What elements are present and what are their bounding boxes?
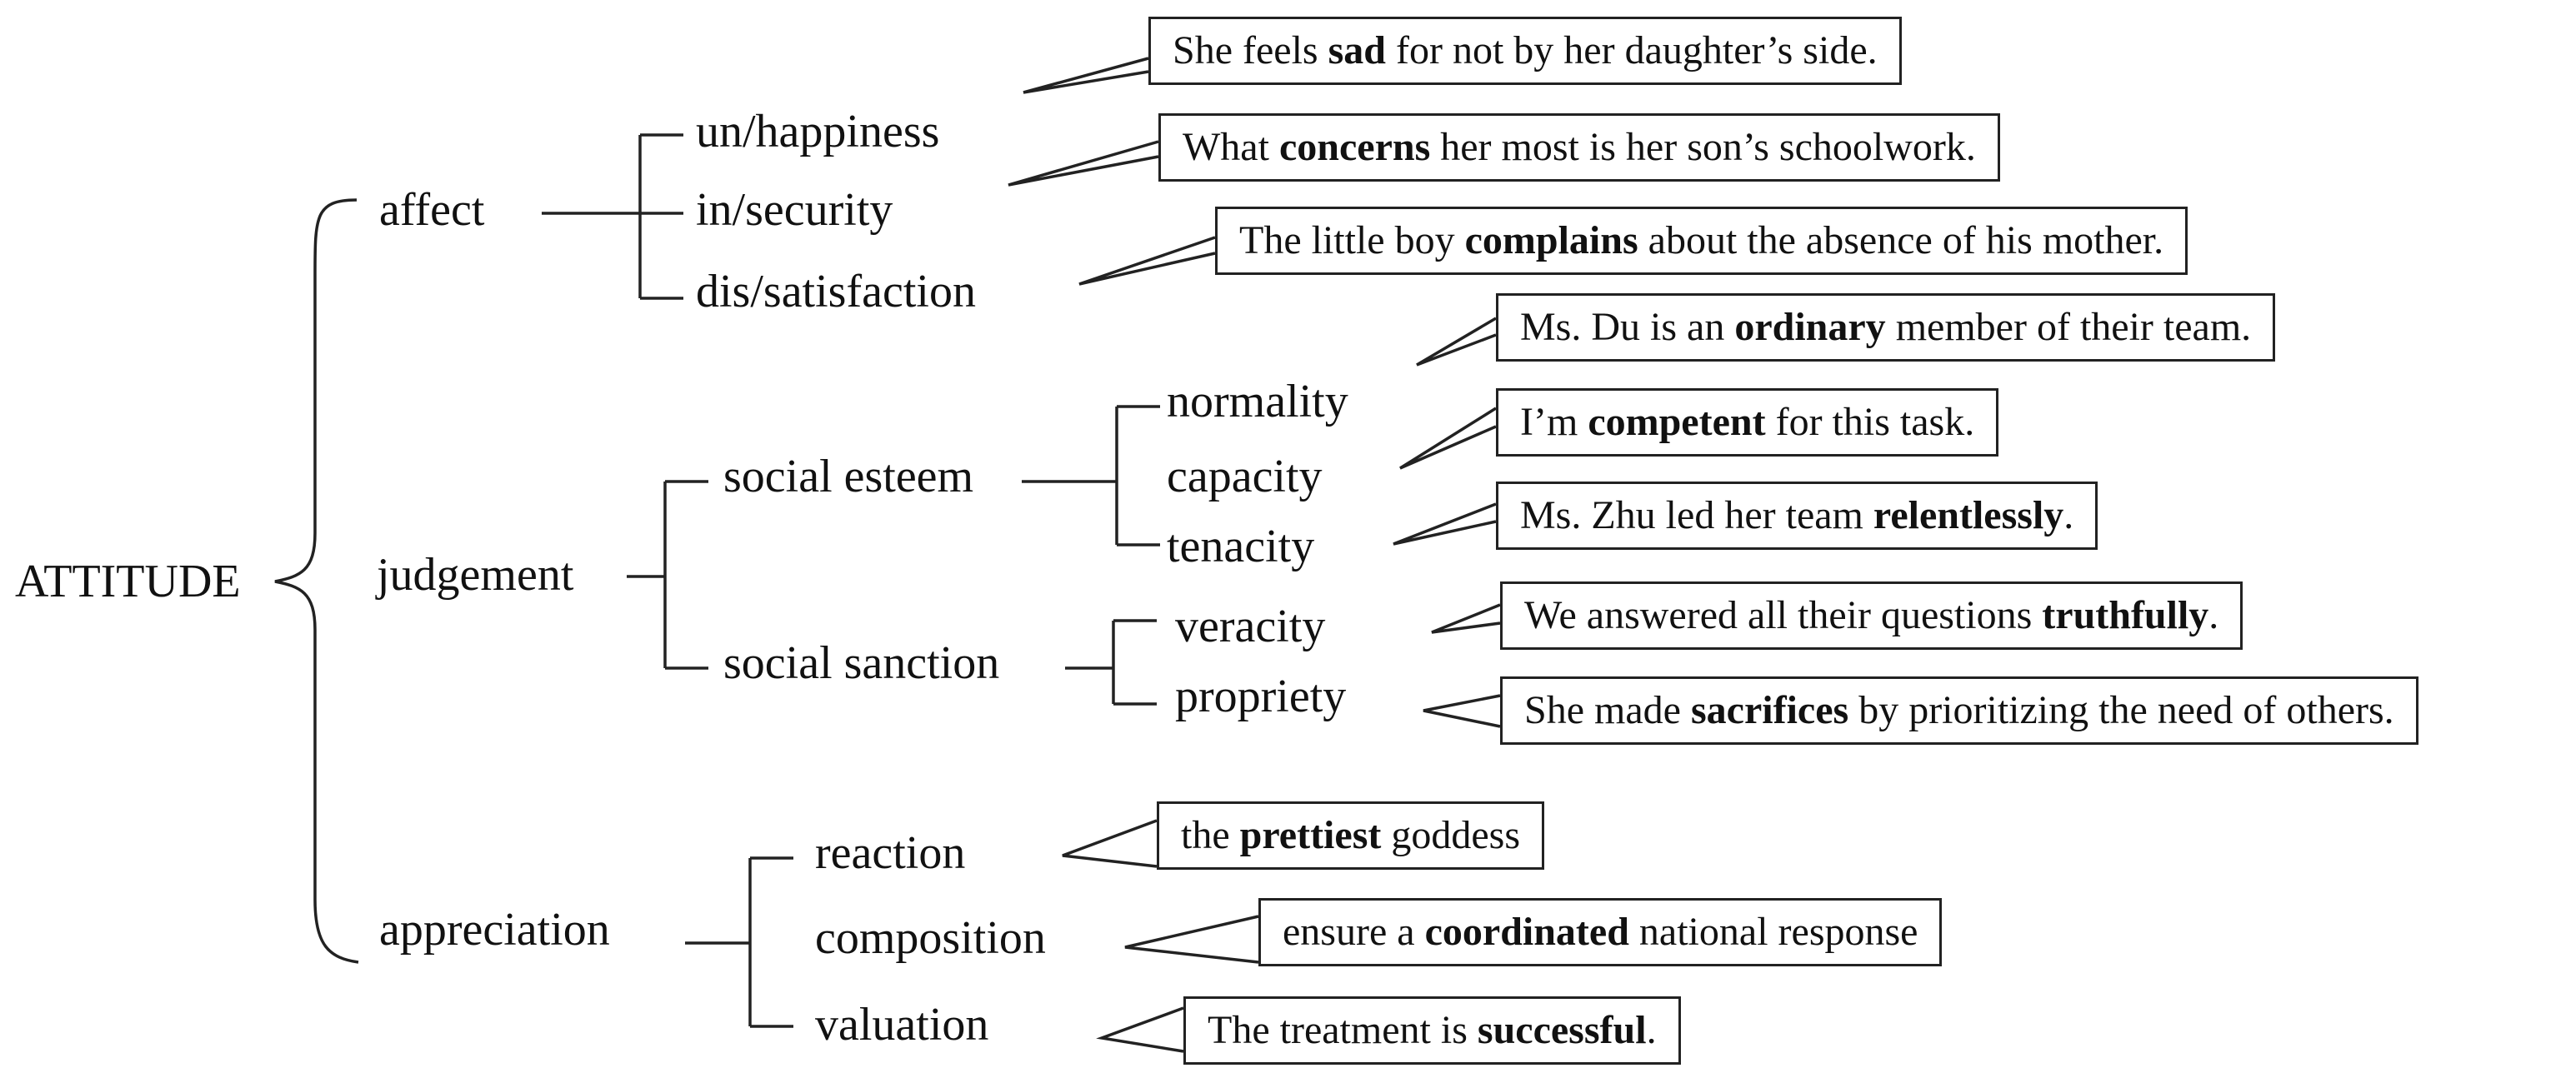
example-text-pre: I’m: [1520, 400, 1578, 444]
example-text-post: .: [2063, 493, 2074, 537]
tenacity-label: tenacity: [1167, 521, 1315, 572]
example-box-truthfully: We answered all their questions truthful…: [1500, 581, 2243, 650]
example-text-pre: We answered all their questions: [1524, 593, 2033, 637]
capacity-label: capacity: [1167, 451, 1323, 502]
example-keyword: relentlessly: [1873, 493, 2064, 537]
example-text-post: member of their team.: [1895, 305, 2252, 349]
example-text-pre: Ms. Zhu led her team: [1520, 493, 1863, 537]
root-label: ATTITUDE: [15, 556, 241, 607]
example-text-post: about the absence of his mother.: [1648, 218, 2164, 262]
example-text-post: goddess: [1391, 813, 1521, 857]
reaction-label: reaction: [815, 827, 966, 879]
callout-pointer-competent: [1399, 407, 1497, 470]
example-box-prettiest: the prettiest goddess: [1157, 801, 1545, 870]
example-keyword: truthfully: [2042, 593, 2209, 637]
example-text-post: national response: [1638, 910, 1918, 954]
example-text-post: .: [1646, 1008, 1657, 1052]
judgement-connector: [627, 480, 708, 670]
example-box-ordinary: Ms. Du is an ordinary member of their te…: [1496, 293, 2276, 362]
example-text-post: .: [2208, 593, 2219, 637]
example-text-post: for this task.: [1775, 400, 1975, 444]
example-text-pre: ensure a: [1283, 910, 1415, 954]
example-text-pre: What: [1183, 125, 1269, 169]
example-box-successful: The treatment is successful.: [1183, 996, 1681, 1065]
example-text-post: by prioritizing the need of others.: [1858, 688, 2394, 732]
propriety-label: propriety: [1175, 671, 1347, 722]
example-keyword: successful: [1477, 1008, 1647, 1052]
un-happiness-label: un/happiness: [696, 106, 940, 157]
example-keyword: ordinary: [1734, 305, 1886, 349]
callout-pointer-prettiest: [1062, 819, 1158, 868]
example-box-competent: I’m competent for this task.: [1496, 388, 1999, 457]
callout-pointer-successful: [1096, 1006, 1184, 1053]
valuation-label: valuation: [815, 999, 989, 1051]
example-text-post: her most is her son’s schoolwork.: [1440, 125, 1976, 169]
callout-pointer-concerns: [1008, 140, 1159, 187]
callout-pointer-ordinary: [1416, 317, 1497, 367]
social-sanction-connector: [1065, 619, 1157, 706]
callout-pointer-truthfully: [1431, 603, 1501, 634]
social-esteem-label: social esteem: [723, 451, 974, 502]
social-sanction-label: social sanction: [723, 637, 1000, 689]
example-keyword: sacrifices: [1690, 688, 1849, 732]
callout-pointer-sacrifices: [1423, 694, 1501, 728]
in-security-label: in/security: [696, 184, 893, 236]
social-esteem-connector: [1022, 405, 1160, 546]
callout-pointer-sad: [1023, 57, 1149, 94]
dis-satisfaction-label: dis/satisfaction: [696, 266, 976, 317]
example-box-concerns: What concerns her most is her son’s scho…: [1158, 113, 2000, 182]
example-keyword: prettiest: [1239, 813, 1382, 857]
example-text-pre: Ms. Du is an: [1520, 305, 1725, 349]
example-text-pre: She made: [1524, 688, 1681, 732]
example-box-complains: The little boy complains about the absen…: [1215, 207, 2188, 275]
example-text-pre: The little boy: [1239, 218, 1455, 262]
veracity-label: veracity: [1175, 601, 1326, 652]
example-text-post: for not by her daughter’s side.: [1395, 28, 1878, 72]
example-keyword: complains: [1464, 218, 1638, 262]
judgement-label: judgement: [377, 549, 574, 601]
composition-label: composition: [815, 912, 1046, 964]
example-text-pre: She feels: [1173, 28, 1318, 72]
example-box-sad: She feels sad for not by her daughter’s …: [1148, 17, 1902, 85]
root-brace: [274, 198, 359, 964]
normality-label: normality: [1167, 376, 1348, 427]
example-box-sacrifices: She made sacrifices by prioritizing the …: [1500, 676, 2418, 745]
appreciation-connector: [685, 856, 793, 1028]
example-keyword: concerns: [1278, 125, 1431, 169]
affect-label: affect: [379, 184, 485, 236]
appreciation-label: appreciation: [379, 904, 610, 956]
example-box-coordinated: ensure a coordinated national response: [1258, 898, 1943, 966]
callout-pointer-relentlessly: [1393, 502, 1497, 546]
callout-pointer-coordinated: [1124, 915, 1259, 964]
example-keyword: competent: [1588, 400, 1766, 444]
example-text-pre: The treatment is: [1208, 1008, 1468, 1052]
example-keyword: sad: [1328, 28, 1386, 72]
callout-pointer-complains: [1078, 236, 1216, 286]
example-text-pre: the: [1181, 813, 1230, 857]
affect-connector: [542, 133, 683, 300]
example-keyword: coordinated: [1424, 910, 1629, 954]
example-box-relentlessly: Ms. Zhu led her team relentlessly.: [1496, 482, 2098, 550]
